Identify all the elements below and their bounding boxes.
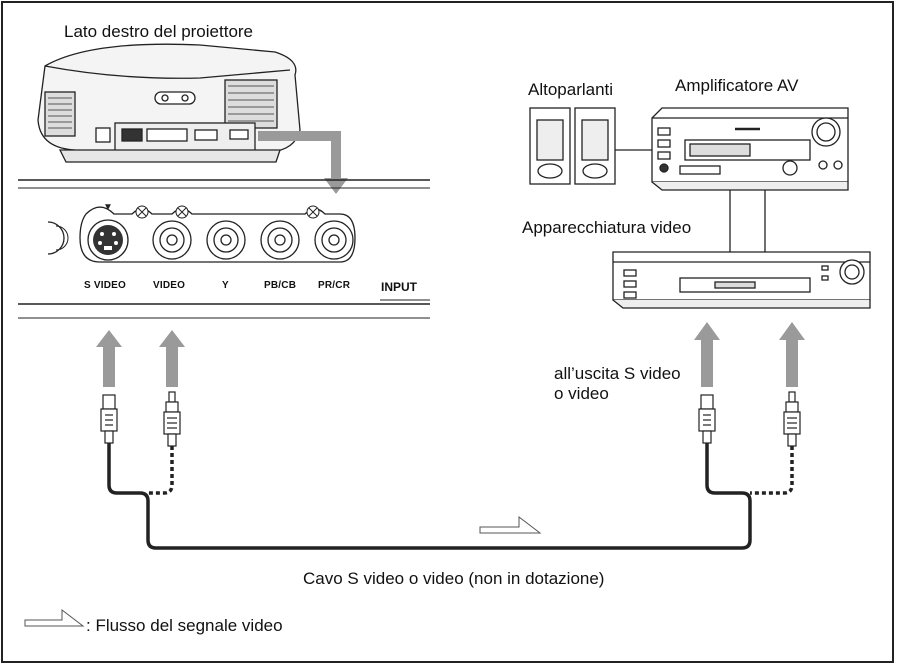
speakers-label: Altoparlanti: [528, 80, 614, 99]
speakers-illustration: [529, 107, 652, 185]
signal-flow-icon: [479, 515, 542, 534]
cables: [107, 443, 794, 550]
av-amplifier-illustration: [651, 107, 849, 252]
input-label: INPUT: [381, 280, 417, 294]
projector-side-label: Lato destro del proiettore: [64, 22, 254, 41]
video-equipment-illustration: [612, 251, 871, 309]
input-panel: ▼: [18, 179, 430, 319]
port-label-s-video: S VIDEO: [84, 280, 126, 291]
flow-arrow-bent: [258, 131, 341, 180]
video-equipment-label: Apparecchiatura video: [522, 218, 692, 237]
signal-arrows: [96, 322, 805, 387]
port-label-pb-cb: PB/CB: [264, 280, 297, 291]
svg-text:▼: ▼: [103, 202, 113, 213]
port-label-video: VIDEO: [153, 280, 186, 291]
legend-flow-icon: [24, 608, 85, 627]
cable-label: Cavo S video o video (non in dotazione): [303, 569, 605, 588]
port-label-y: Y: [222, 280, 229, 291]
legend-label: : Flusso del segnale video: [86, 616, 283, 635]
output-label: all’uscita S video o video: [554, 364, 681, 403]
av-amplifier-label: Amplificatore AV: [675, 76, 799, 95]
projector-illustration: [37, 43, 301, 163]
port-label-pr-cr: PR/CR: [318, 280, 351, 291]
cable-plugs: [100, 391, 801, 447]
